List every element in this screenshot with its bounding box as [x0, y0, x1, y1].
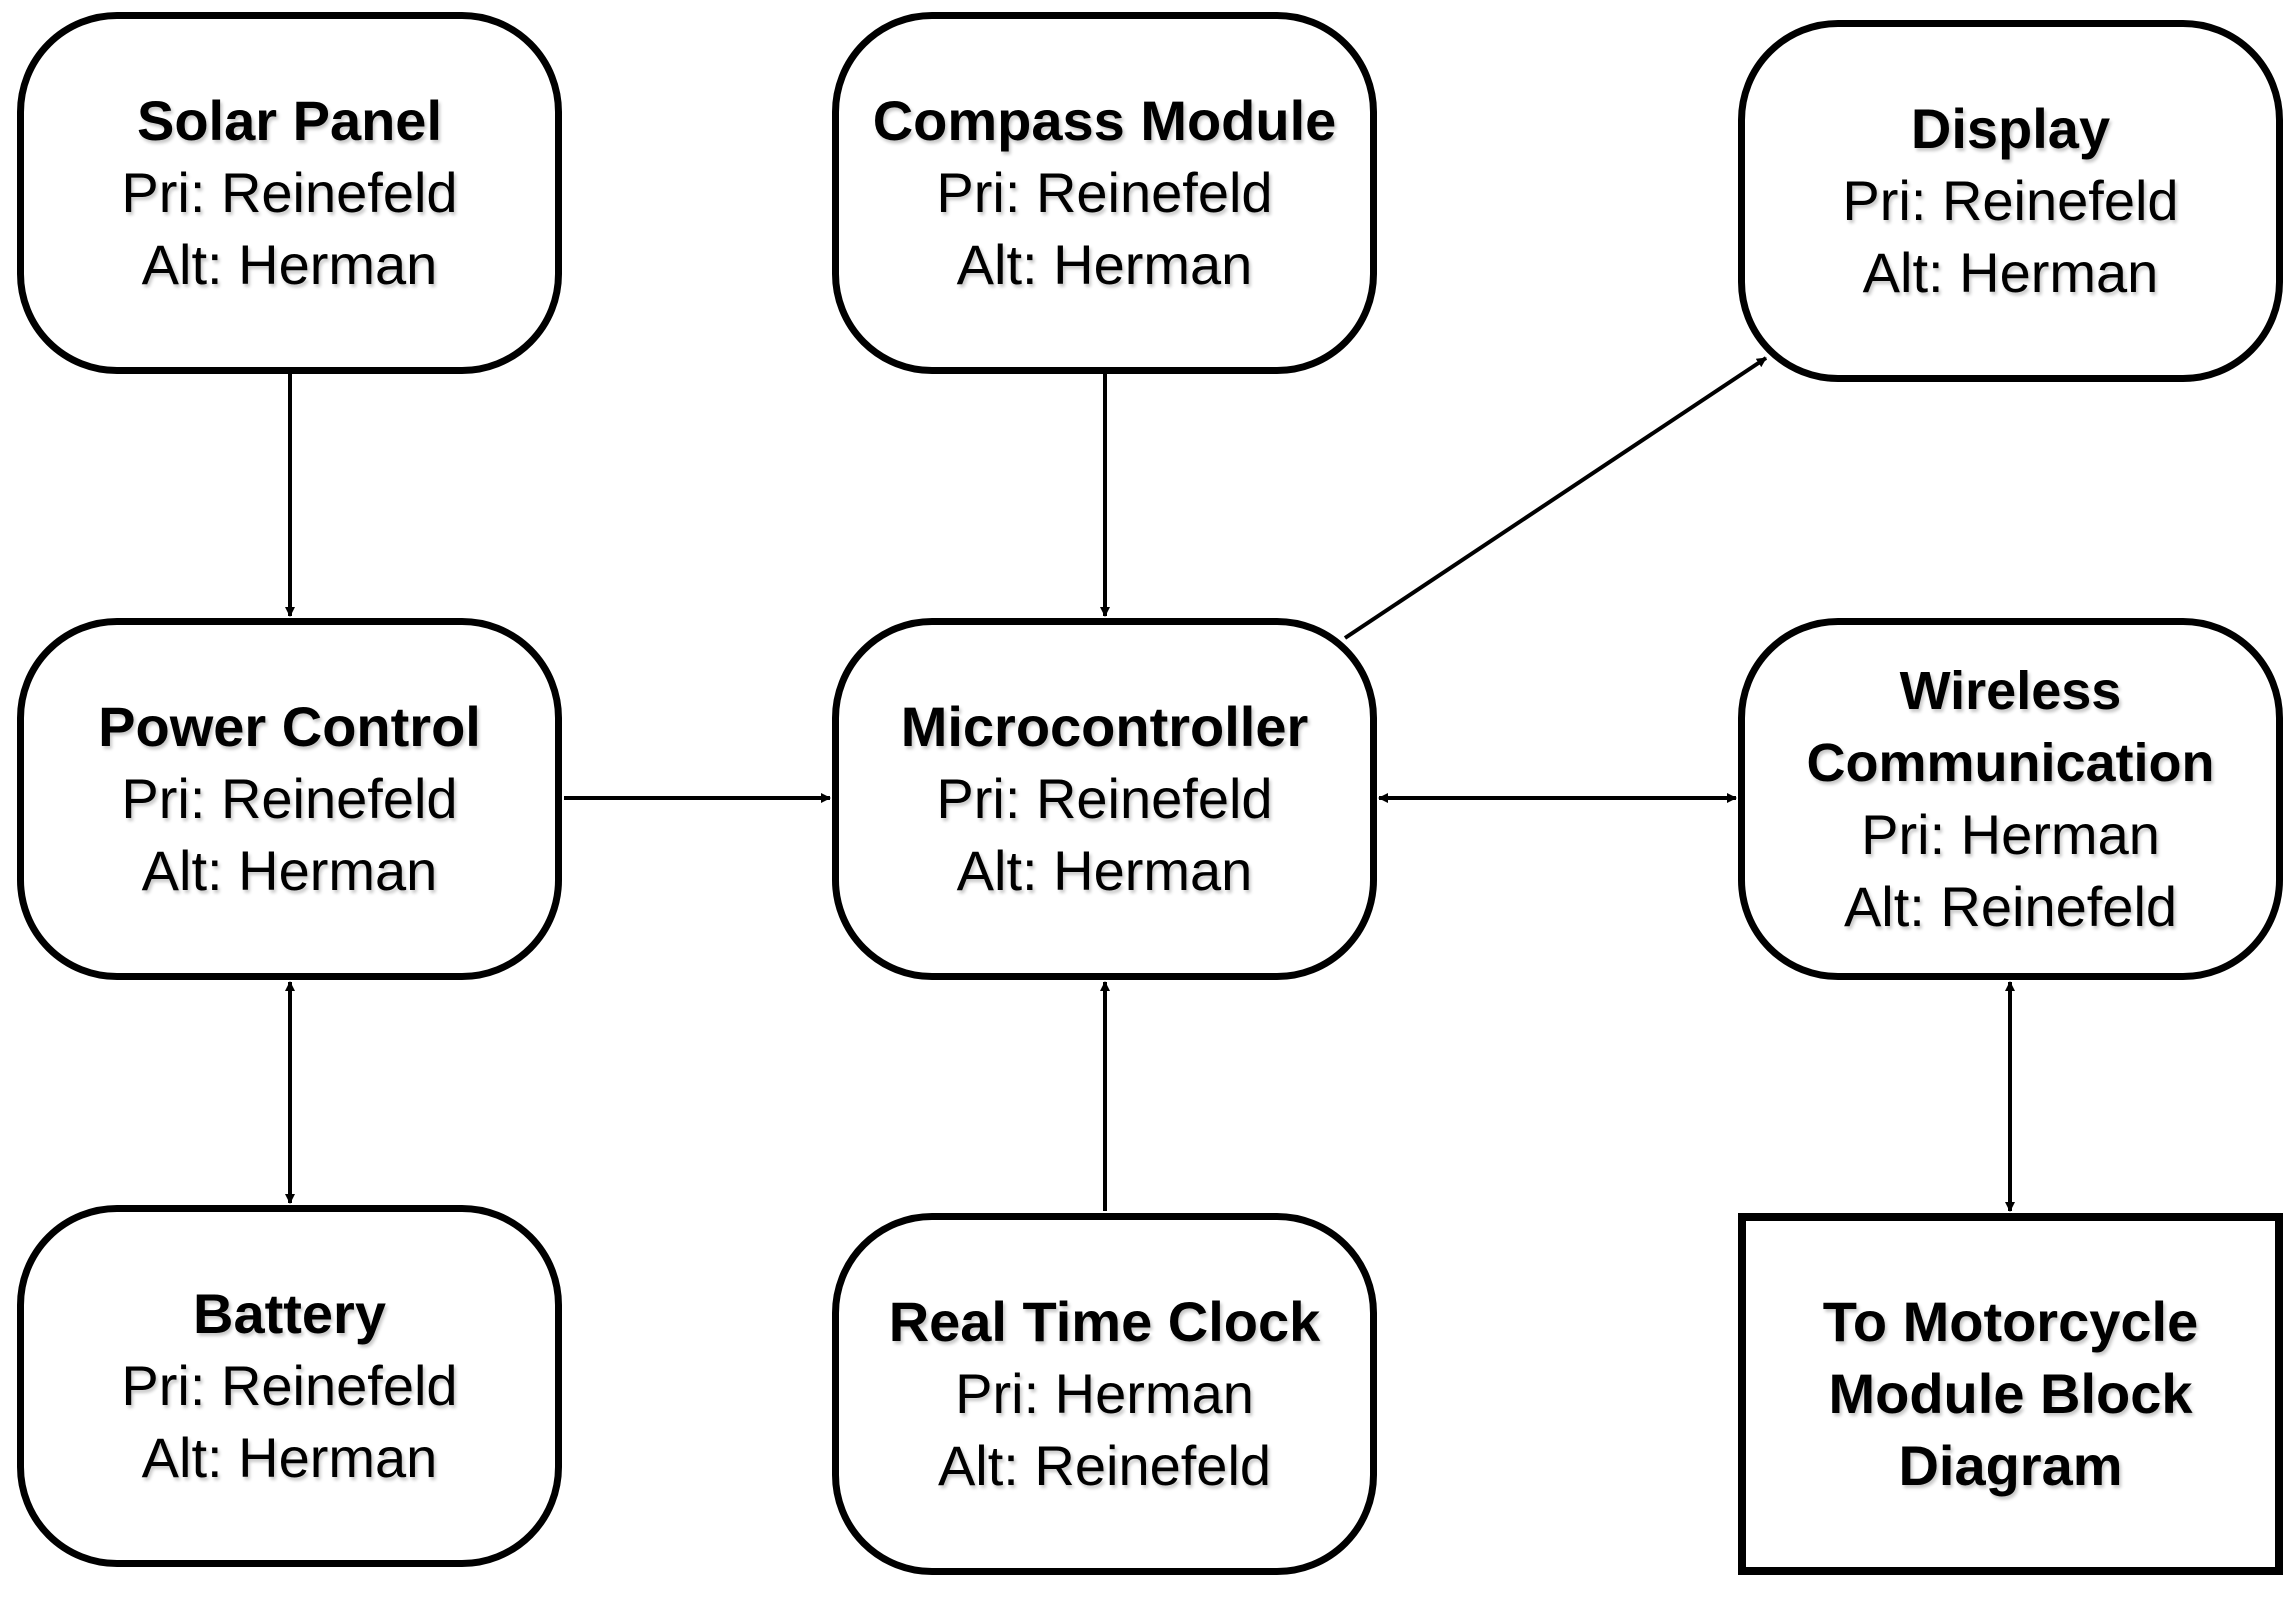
real-time-clock-primary: Pri: Herman — [955, 1362, 1254, 1425]
solar-panel-primary: Pri: Reinefeld — [121, 161, 458, 224]
motorcycle-link-line2: Module Block — [1828, 1362, 2193, 1425]
real-time-clock-title: Real Time Clock — [888, 1290, 1321, 1353]
display-primary: Pri: Reinefeld — [1842, 169, 2179, 232]
connector-microcontroller-to-display — [1343, 356, 1768, 640]
power-control-alternate: Alt: Herman — [141, 839, 438, 902]
compass-module-block: Compass Module Pri: Reinefeld Alt: Herma… — [832, 12, 1377, 374]
battery-primary: Pri: Reinefeld — [121, 1354, 458, 1417]
display-title: Display — [1910, 97, 2111, 160]
power-control-title: Power Control — [98, 695, 481, 758]
solar-panel-title: Solar Panel — [136, 89, 443, 152]
power-control-primary: Pri: Reinefeld — [121, 767, 458, 830]
battery-block: Battery Pri: Reinefeld Alt: Herman — [17, 1205, 562, 1567]
wireless-communication-alternate: Alt: Reinefeld — [1843, 875, 2178, 938]
wireless-communication-primary: Pri: Herman — [1861, 803, 2160, 866]
compass-module-primary: Pri: Reinefeld — [936, 161, 1273, 224]
microcontroller-alternate: Alt: Herman — [956, 839, 1253, 902]
wireless-communication-block: Wireless Communication Pri: Herman Alt: … — [1738, 618, 2283, 980]
display-alternate: Alt: Herman — [1862, 241, 2159, 304]
wireless-communication-title-line2: Communication — [1806, 733, 2215, 793]
solar-panel-block: Solar Panel Pri: Reinefeld Alt: Herman — [17, 12, 562, 374]
real-time-clock-block: Real Time Clock Pri: Herman Alt: Reinefe… — [832, 1213, 1377, 1575]
microcontroller-title: Microcontroller — [900, 695, 1309, 758]
power-control-block: Power Control Pri: Reinefeld Alt: Herman — [17, 618, 562, 980]
display-block: Display Pri: Reinefeld Alt: Herman — [1738, 20, 2283, 382]
battery-title: Battery — [193, 1282, 386, 1345]
real-time-clock-alternate: Alt: Reinefeld — [937, 1434, 1272, 1497]
motorcycle-link-line1: To Motorcycle — [1822, 1290, 2199, 1353]
solar-panel-alternate: Alt: Herman — [141, 233, 438, 296]
microcontroller-block: Microcontroller Pri: Reinefeld Alt: Herm… — [832, 618, 1377, 980]
wireless-communication-title-line1: Wireless — [1899, 661, 2122, 721]
motorcycle-link-line3: Diagram — [1898, 1434, 2123, 1497]
battery-alternate: Alt: Herman — [141, 1426, 438, 1489]
microcontroller-primary: Pri: Reinefeld — [936, 767, 1273, 830]
compass-module-title: Compass Module — [872, 89, 1337, 152]
compass-module-alternate: Alt: Herman — [956, 233, 1253, 296]
motorcycle-module-link-block: To Motorcycle Module Block Diagram — [1738, 1213, 2283, 1575]
